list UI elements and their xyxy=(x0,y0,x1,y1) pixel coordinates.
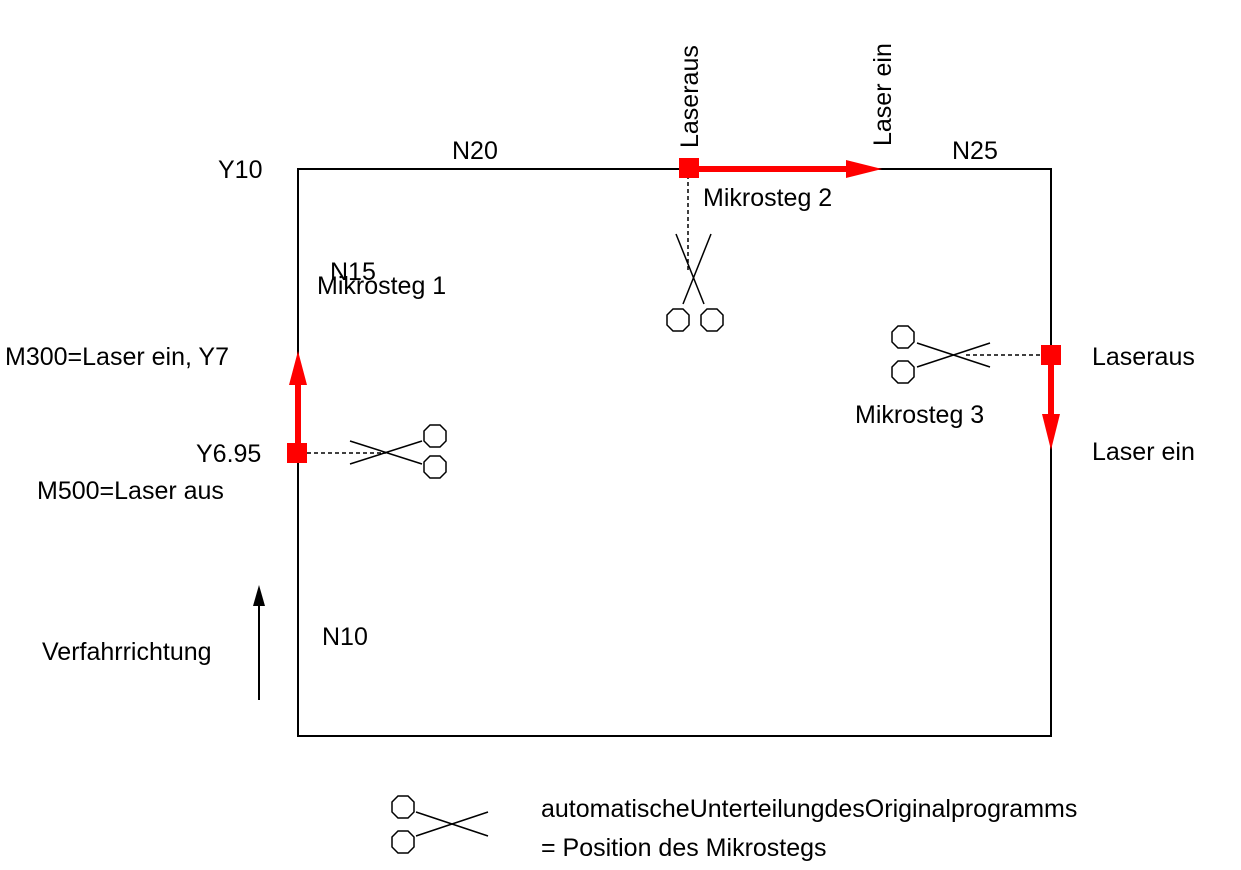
label-y10: Y10 xyxy=(218,156,262,184)
label-mikrosteg-2: Mikrosteg 2 xyxy=(703,184,832,212)
label-y695: Y6.95 xyxy=(196,440,261,468)
microjoint-3 xyxy=(891,325,1061,450)
label-m500: M500=Laser aus xyxy=(37,477,224,505)
label-verfahrrichtung: Verfahrrichtung xyxy=(42,638,212,666)
microjoint-1 xyxy=(287,351,447,479)
legend-scissors-icon xyxy=(391,795,489,854)
label-laser-ein-right: Laser ein xyxy=(1092,438,1195,466)
legend-line-1: automatischeUnterteilungdesOriginalprogr… xyxy=(541,795,1077,823)
legend-line-2: = Position des Mikrostegs xyxy=(541,834,827,862)
scissors-icon xyxy=(666,233,724,332)
label-laser-ein-top: Laser ein xyxy=(869,43,897,146)
label-n20: N20 xyxy=(452,137,498,165)
scissors-icon xyxy=(891,325,991,384)
label-n25: N25 xyxy=(952,137,998,165)
label-mikrosteg-1: Mikrosteg 1 xyxy=(317,272,446,300)
label-n15: N15 xyxy=(330,258,376,286)
label-laser-aus-right: Laseraus xyxy=(1092,343,1195,371)
label-m300: M300=Laser ein, Y7 xyxy=(5,343,229,371)
label-laser-aus-top: Laseraus xyxy=(676,45,704,148)
travel-direction-arrow xyxy=(253,585,265,700)
workpiece-contour xyxy=(297,168,1052,737)
scissors-icon xyxy=(349,424,447,479)
label-n10: N10 xyxy=(322,623,368,651)
microjoint-2 xyxy=(666,158,882,332)
label-mikrosteg-3: Mikrosteg 3 xyxy=(855,401,984,429)
